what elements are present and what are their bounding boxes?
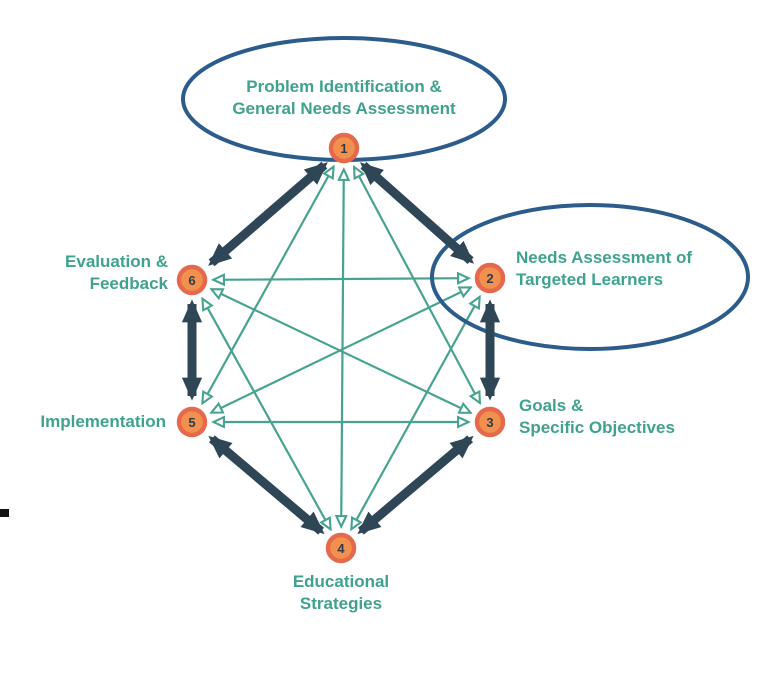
node-5-circle	[176, 406, 208, 438]
node-2-number: 2	[486, 271, 493, 286]
arrow-thick-3-4	[357, 435, 474, 535]
node-4-number: 4	[337, 541, 345, 556]
arrow-thick-6-1	[208, 161, 328, 267]
left-edge-dash	[0, 509, 9, 517]
node-6-circle	[176, 264, 208, 296]
label-educational-strategies: Educational Strategies	[292, 572, 390, 613]
label-problem-identification: Problem Identification & General Needs A…	[232, 77, 456, 118]
node-group: 1 2 3 4 5 6	[176, 132, 506, 564]
node-6-number: 6	[188, 273, 195, 288]
node-4-circle	[325, 532, 357, 564]
arrow-thin-2-6	[214, 278, 468, 280]
arrow-thin-4-6	[203, 299, 331, 529]
arrow-thick-1-2	[359, 161, 475, 265]
thin-arrow-group	[203, 167, 480, 529]
arrow-thin-2-4	[352, 297, 480, 528]
ellipse-step-2	[430, 203, 750, 351]
node-5-number: 5	[188, 415, 195, 430]
arrow-thick-4-5	[208, 435, 325, 535]
arrow-thin-1-5	[203, 167, 334, 403]
node-2-circle	[474, 262, 506, 294]
label-goals-specific-objectives: Goals & Specific Objectives	[519, 396, 675, 437]
label-implementation: Implementation	[40, 412, 166, 431]
label-evaluation-feedback: Evaluation & Feedback	[65, 252, 168, 293]
node-3-number: 3	[486, 415, 493, 430]
node-1-circle	[328, 132, 360, 164]
node-1-number: 1	[340, 141, 347, 156]
node-3-circle	[474, 406, 506, 438]
label-needs-assessment-targeted-learners: Needs Assessment of Targeted Learners	[516, 248, 693, 289]
thick-arrow-group	[181, 161, 501, 535]
